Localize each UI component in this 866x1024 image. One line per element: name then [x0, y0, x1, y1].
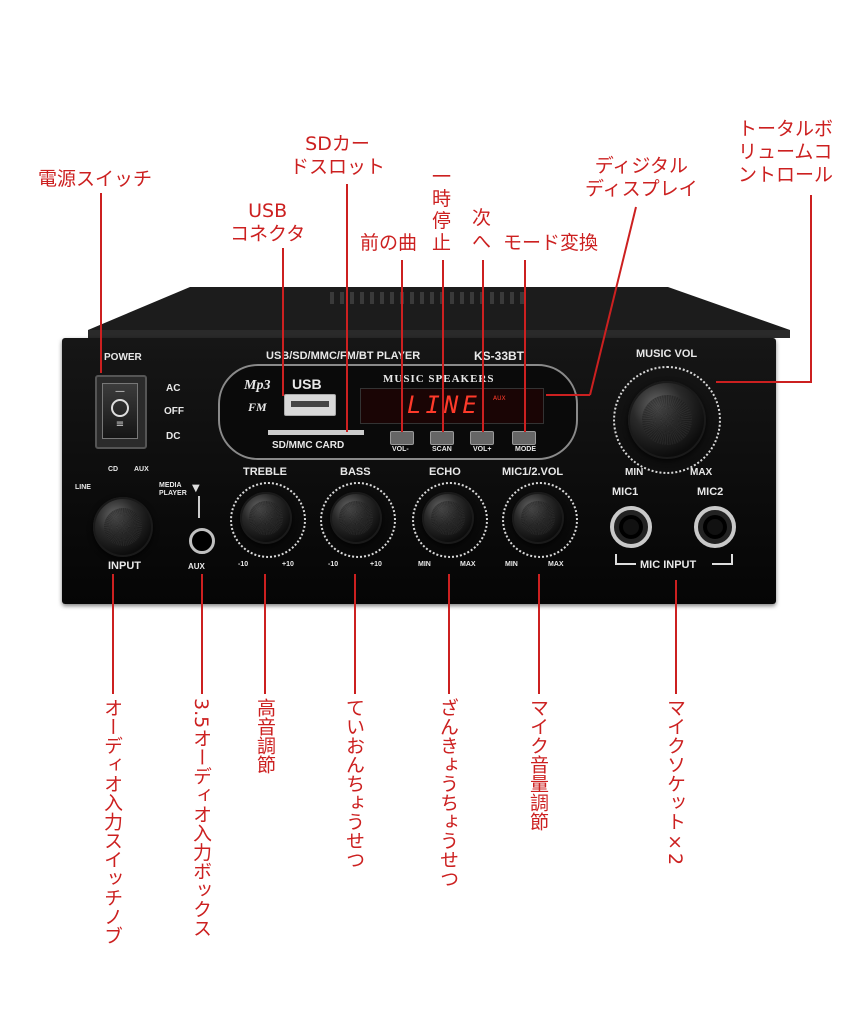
- digital-display: LINE AUX: [360, 388, 544, 424]
- echo-max: MAX: [460, 561, 476, 568]
- bass-ring: [320, 482, 396, 558]
- echo-label: ECHO: [429, 466, 461, 478]
- echo-ring: [412, 482, 488, 558]
- treble-max: +10: [282, 561, 294, 568]
- player-title: USB/SD/MMC/FM/BT PLAYER: [266, 350, 421, 362]
- callout-mode-change: モード変換: [503, 232, 599, 254]
- treble-min: -10: [238, 561, 249, 568]
- line-echo: [448, 574, 450, 694]
- mic-vol-max: MAX: [548, 561, 564, 568]
- ac-label: AC: [166, 383, 181, 394]
- line-mode: [524, 260, 526, 432]
- bass-min: -10: [328, 561, 339, 568]
- fm-label: FM: [248, 400, 267, 414]
- callout-digital-display: ディジタル ディスプレイ: [585, 155, 698, 200]
- rocker: — ≡: [102, 383, 138, 439]
- music-speakers-label: MUSIC SPEAKERS: [383, 373, 495, 385]
- model-label: KS-33BT: [474, 349, 525, 363]
- mic-input-bracket: [615, 554, 733, 565]
- callout-input-switch-knob: オーディオ入力スイッチノブ: [101, 698, 123, 945]
- mic-input-label: MIC INPUT: [640, 559, 697, 571]
- line-total-vol-v: [810, 195, 812, 383]
- mic1-jack[interactable]: [610, 506, 652, 548]
- vol-minus-label: VOL-: [392, 446, 409, 453]
- line-power: [100, 193, 102, 373]
- power-rocker-switch[interactable]: — ≡: [95, 375, 147, 449]
- music-vol-knob[interactable]: [628, 381, 706, 459]
- aux-jack[interactable]: [189, 528, 215, 554]
- callout-next: 次 へ: [472, 207, 492, 253]
- music-vol-ring: [613, 366, 721, 474]
- mic2-label: MIC2: [697, 486, 724, 498]
- bass-max: +10: [370, 561, 382, 568]
- echo-knob[interactable]: [422, 492, 474, 544]
- callout-mic-socket: マイクソケット×2: [664, 698, 686, 866]
- line-usb: [282, 248, 284, 396]
- display-small-text: AUX: [493, 395, 506, 402]
- treble-ring: [230, 482, 306, 558]
- callout-total-volume: トータルボ リュームコ ントロール: [738, 118, 834, 186]
- line-mic-socket: [675, 580, 677, 694]
- music-vol-min: MIN: [625, 467, 644, 478]
- treble-label: TREBLE: [243, 466, 287, 478]
- callout-sd-slot: SDカー ドスロット: [290, 133, 386, 178]
- line-sd: [346, 184, 348, 432]
- mic-vol-knob[interactable]: [512, 492, 564, 544]
- aux-select-label: AUX: [134, 466, 149, 473]
- cd-label: CD: [108, 466, 119, 473]
- mic-vol-label: MIC1/2.VOL: [502, 466, 564, 478]
- input-label: INPUT: [108, 560, 141, 572]
- line-input: [112, 574, 114, 694]
- line-total-vol-h: [716, 381, 812, 383]
- usb-port[interactable]: [284, 394, 336, 416]
- music-vol-max: MAX: [690, 467, 713, 478]
- aux-line: [198, 496, 200, 518]
- line-mic-vol: [538, 574, 540, 694]
- callout-echo-adjust: ざんきょうちょうせつ: [437, 698, 459, 888]
- usb-label: USB: [292, 376, 322, 392]
- scan-label: SCAN: [432, 446, 452, 453]
- line-aux: [201, 574, 203, 694]
- line-prev: [401, 260, 403, 432]
- bass-knob[interactable]: [330, 492, 382, 544]
- music-vol-label: MUSIC VOL: [636, 348, 698, 360]
- callout-pause: 一 時 停 止: [432, 166, 452, 254]
- treble-knob[interactable]: [240, 492, 292, 544]
- callout-aux-box: 3.5オーディオ入力ボックス: [190, 698, 212, 938]
- media-player-label: MEDIA PLAYER: [159, 482, 187, 497]
- off-label: OFF: [164, 406, 184, 417]
- line-bass: [354, 574, 356, 694]
- mic-vol-ring: [502, 482, 578, 558]
- mp3-label: Mp3: [244, 378, 271, 393]
- callout-prev-track: 前の曲: [360, 232, 418, 254]
- power-label: POWER: [104, 352, 142, 363]
- mic1-label: MIC1: [612, 486, 639, 498]
- aux-label: AUX: [188, 562, 205, 571]
- line-treble: [264, 574, 266, 694]
- dc-label: DC: [166, 431, 181, 442]
- line-next: [482, 260, 484, 432]
- mic2-jack[interactable]: [694, 506, 736, 548]
- aux-arrow-icon: ▼: [192, 483, 200, 494]
- sd-card-slot[interactable]: [268, 430, 364, 435]
- callout-treble-adjust: 高音調節: [254, 698, 276, 774]
- callout-usb-connector: USB コネクタ: [230, 200, 306, 245]
- sd-card-label: SD/MMC CARD: [272, 440, 345, 451]
- echo-min: MIN: [418, 561, 431, 568]
- input-selector-knob[interactable]: [93, 497, 153, 557]
- line-pause: [442, 260, 444, 432]
- line-label: LINE: [75, 484, 91, 491]
- mode-label: MODE: [515, 446, 536, 453]
- callout-bass-adjust: ていおんちょうせつ: [343, 698, 365, 869]
- bass-label: BASS: [340, 466, 371, 478]
- mic-vol-min: MIN: [505, 561, 518, 568]
- callout-mic-volume-adjust: マイク音量調節: [527, 698, 549, 831]
- display-text: LINE: [407, 391, 481, 419]
- callout-power-switch: 電源スイッチ: [38, 168, 153, 190]
- vol-plus-label: VOL+: [473, 446, 492, 453]
